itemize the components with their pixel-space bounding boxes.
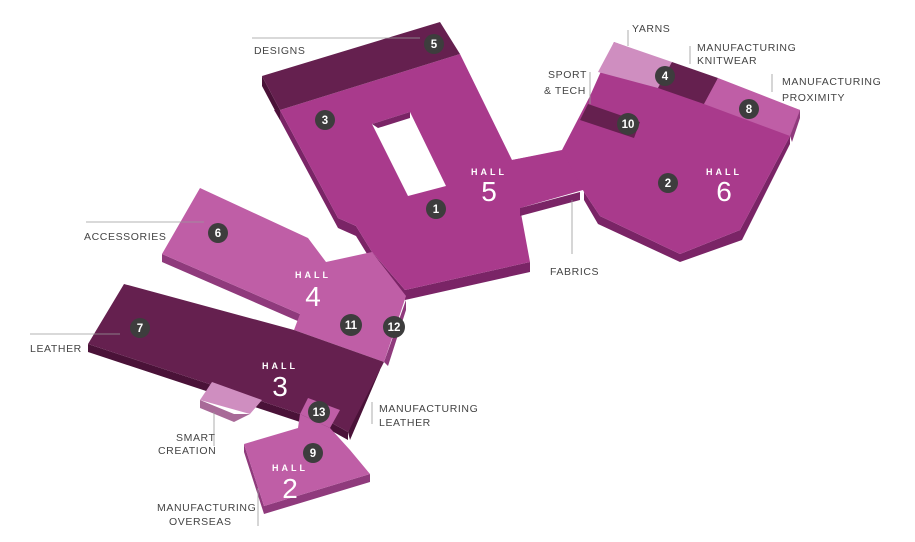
label-smart-creation-2: CREATION bbox=[158, 445, 216, 457]
label-leather: LEATHER bbox=[30, 343, 82, 355]
marker-4-number: 4 bbox=[662, 71, 669, 83]
label-sport-tech-1: SPORT bbox=[548, 69, 587, 81]
marker-2[interactable]: 2 bbox=[658, 173, 678, 193]
marker-10-number: 10 bbox=[622, 119, 635, 131]
label-mfg-leather-1: MANUFACTURING bbox=[379, 403, 478, 415]
marker-5-number: 5 bbox=[431, 39, 438, 51]
marker-13[interactable]: 13 bbox=[308, 401, 330, 423]
label-overseas-1: MANUFACTURING bbox=[157, 502, 256, 514]
marker-8[interactable]: 8 bbox=[739, 99, 759, 119]
label-sport-tech-2: & TECH bbox=[544, 85, 586, 97]
label-fabrics: FABRICS bbox=[550, 266, 599, 278]
label-accessories: ACCESSORIES bbox=[84, 231, 166, 243]
designs-floor bbox=[262, 22, 460, 110]
label-yarns: YARNS bbox=[632, 23, 670, 35]
hall-3-word: HALL bbox=[262, 361, 298, 371]
numbered-markers: 1 2 3 4 5 6 7 8 9 10 11 12 13 bbox=[130, 34, 759, 463]
label-proximity-1: MANUFACTURING bbox=[782, 76, 881, 88]
marker-7[interactable]: 7 bbox=[130, 318, 150, 338]
proximity-side bbox=[790, 110, 800, 142]
marker-7-number: 7 bbox=[137, 323, 143, 335]
smart-creation-floor bbox=[200, 382, 262, 414]
marker-6-number: 6 bbox=[215, 228, 221, 240]
label-mfg-leather-2: LEATHER bbox=[379, 417, 431, 429]
hall-2-side bbox=[244, 444, 370, 514]
marker-2-number: 2 bbox=[665, 178, 671, 190]
hall-4-number: 4 bbox=[305, 281, 321, 312]
hall-5-word: HALL bbox=[471, 167, 507, 177]
designs-side bbox=[262, 76, 280, 120]
marker-6[interactable]: 6 bbox=[208, 223, 228, 243]
hall-titles: HALL 5 HALL 6 HALL 4 HALL 3 HALL 2 bbox=[262, 167, 742, 504]
marker-11[interactable]: 11 bbox=[340, 314, 362, 336]
yarns-floor bbox=[598, 42, 672, 88]
connector-side bbox=[520, 192, 580, 216]
hall-6-number: 6 bbox=[716, 176, 732, 207]
zone-labels: DESIGNS YARNS MANUFACTURING KNITWEAR MAN… bbox=[30, 23, 881, 528]
marker-1-number: 1 bbox=[433, 204, 440, 216]
zone-yarns[interactable] bbox=[598, 42, 672, 88]
marker-11-number: 11 bbox=[345, 320, 358, 332]
label-designs: DESIGNS bbox=[254, 45, 305, 57]
label-overseas-2: OVERSEAS bbox=[169, 516, 232, 528]
marker-12-number: 12 bbox=[388, 322, 401, 334]
zone-smart-creation[interactable] bbox=[200, 382, 262, 422]
hall-3-number: 3 bbox=[272, 371, 288, 402]
leader-lines bbox=[30, 30, 773, 526]
hall-4-word: HALL bbox=[295, 270, 331, 280]
hall-3-floor bbox=[88, 284, 384, 432]
hall-4-side bbox=[162, 254, 300, 322]
hall-5-courtyard-wall bbox=[372, 112, 410, 128]
marker-4[interactable]: 4 bbox=[655, 66, 675, 86]
label-knitwear-2: KNITWEAR bbox=[697, 55, 757, 67]
label-proximity-2: PROXIMITY bbox=[782, 92, 845, 104]
zone-designs[interactable] bbox=[262, 22, 460, 120]
marker-9-number: 9 bbox=[310, 448, 316, 460]
marker-5[interactable]: 5 bbox=[424, 34, 444, 54]
label-knitwear-1: MANUFACTURING bbox=[697, 42, 796, 54]
marker-3-number: 3 bbox=[322, 115, 328, 127]
label-smart-creation-1: SMART bbox=[176, 432, 216, 444]
hall-2-number: 2 bbox=[282, 473, 298, 504]
marker-3[interactable]: 3 bbox=[315, 110, 335, 130]
marker-1[interactable]: 1 bbox=[426, 199, 446, 219]
hall-5-number: 5 bbox=[481, 176, 497, 207]
marker-12[interactable]: 12 bbox=[383, 316, 405, 338]
hall-6-word: HALL bbox=[706, 167, 742, 177]
marker-9[interactable]: 9 bbox=[303, 443, 323, 463]
marker-8-number: 8 bbox=[746, 104, 753, 116]
hall-2-word: HALL bbox=[272, 463, 308, 473]
hall-5-front bbox=[405, 262, 530, 300]
hall-5-courtyard bbox=[372, 112, 446, 196]
marker-13-number: 13 bbox=[313, 407, 326, 419]
marker-10[interactable]: 10 bbox=[617, 113, 639, 135]
smart-creation-side bbox=[200, 400, 250, 422]
